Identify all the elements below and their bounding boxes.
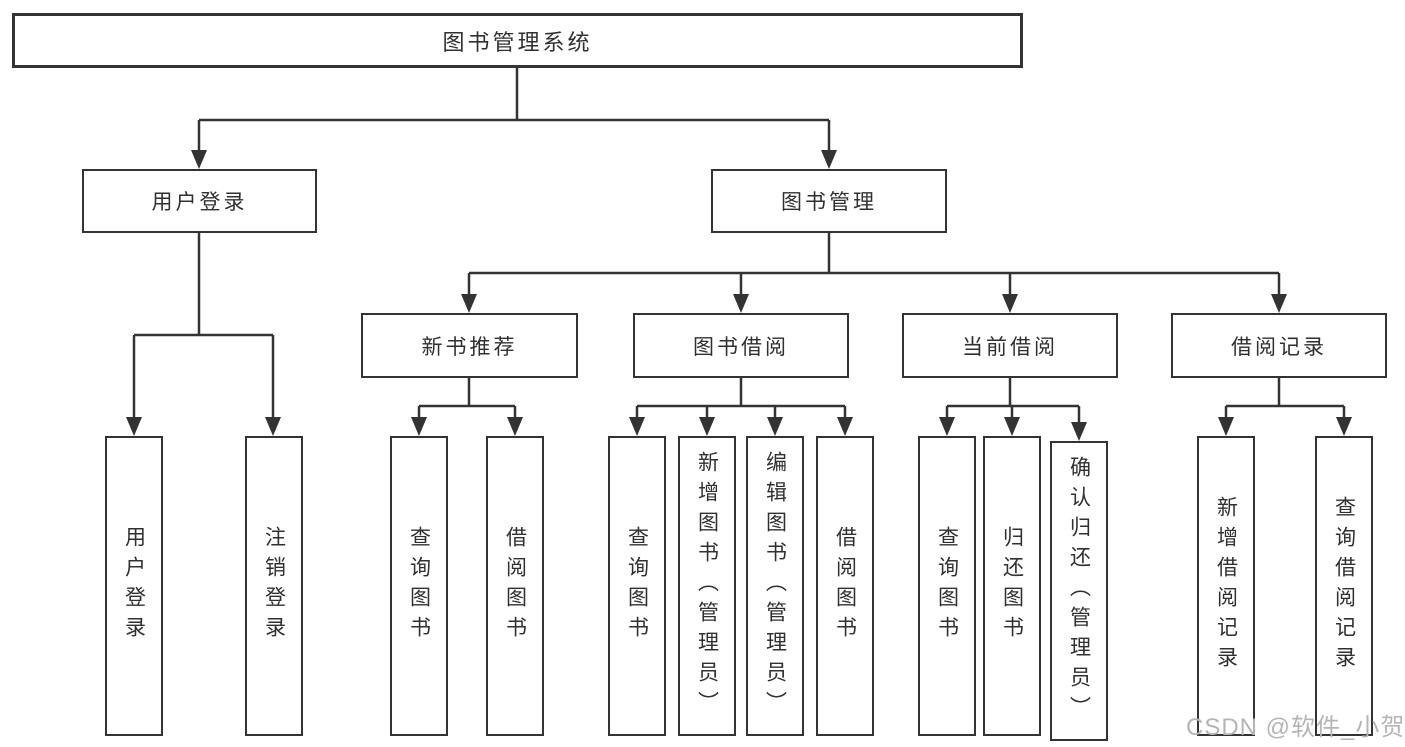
node-label: 用户登录 <box>151 191 248 214</box>
node-leaf-add-book-admin: 新增图书（管理员） <box>678 436 736 736</box>
node-leaf-query-books-3: 查询图书 <box>918 436 976 736</box>
node-user-login-branch: 用户登录 <box>82 169 317 233</box>
node-label: 查询图书 <box>407 526 431 646</box>
node-label: 归还图书 <box>1000 526 1024 646</box>
node-leaf-user-login: 用户登录 <box>105 436 163 736</box>
node-leaf-edit-book-admin: 编辑图书（管理员） <box>746 436 804 736</box>
node-label: 借阅图书 <box>833 526 857 646</box>
node-leaf-add-borrow-record: 新增借阅记录 <box>1197 436 1255 736</box>
node-leaf-borrow-books-2: 借阅图书 <box>816 436 874 736</box>
node-new-book-recommend: 新书推荐 <box>361 313 578 378</box>
node-label: 注销登录 <box>262 526 286 646</box>
node-label: 图书管理系统 <box>442 29 593 55</box>
node-leaf-query-borrow-record: 查询借阅记录 <box>1315 436 1373 736</box>
node-label: 借阅图书 <box>503 526 527 646</box>
node-leaf-borrow-books-1: 借阅图书 <box>486 436 544 736</box>
node-label: 确认归还（管理员） <box>1067 456 1091 726</box>
node-label: 图书借阅 <box>693 335 789 359</box>
node-label: 用户登录 <box>122 526 146 646</box>
node-label: 借阅记录 <box>1231 335 1327 359</box>
node-leaf-query-books-2: 查询图书 <box>608 436 666 736</box>
node-label: 当前借阅 <box>962 335 1058 359</box>
node-leaf-return-books: 归还图书 <box>983 436 1041 736</box>
node-label: 新增图书（管理员） <box>695 451 719 721</box>
node-label: 图书管理 <box>781 191 877 214</box>
node-book-borrowing: 图书借阅 <box>633 313 849 378</box>
node-label: 查询借阅记录 <box>1332 496 1356 676</box>
node-current-borrowing: 当前借阅 <box>902 313 1118 378</box>
node-label: 查询图书 <box>625 526 649 646</box>
node-borrowing-records: 借阅记录 <box>1171 313 1387 378</box>
node-label: 编辑图书（管理员） <box>763 451 787 721</box>
node-book-management-branch: 图书管理 <box>711 169 947 233</box>
node-leaf-logout: 注销登录 <box>245 436 303 736</box>
csdn-watermark: CSDN @软件_小贺同学 <box>1186 714 1405 741</box>
node-root-system: 图书管理系统 <box>12 13 1023 68</box>
node-label: 新书推荐 <box>421 335 518 359</box>
node-leaf-query-books-1: 查询图书 <box>390 436 448 736</box>
node-label: 查询图书 <box>935 526 959 646</box>
node-leaf-confirm-return-admin: 确认归还（管理员） <box>1050 441 1108 741</box>
node-label: 新增借阅记录 <box>1214 496 1238 676</box>
